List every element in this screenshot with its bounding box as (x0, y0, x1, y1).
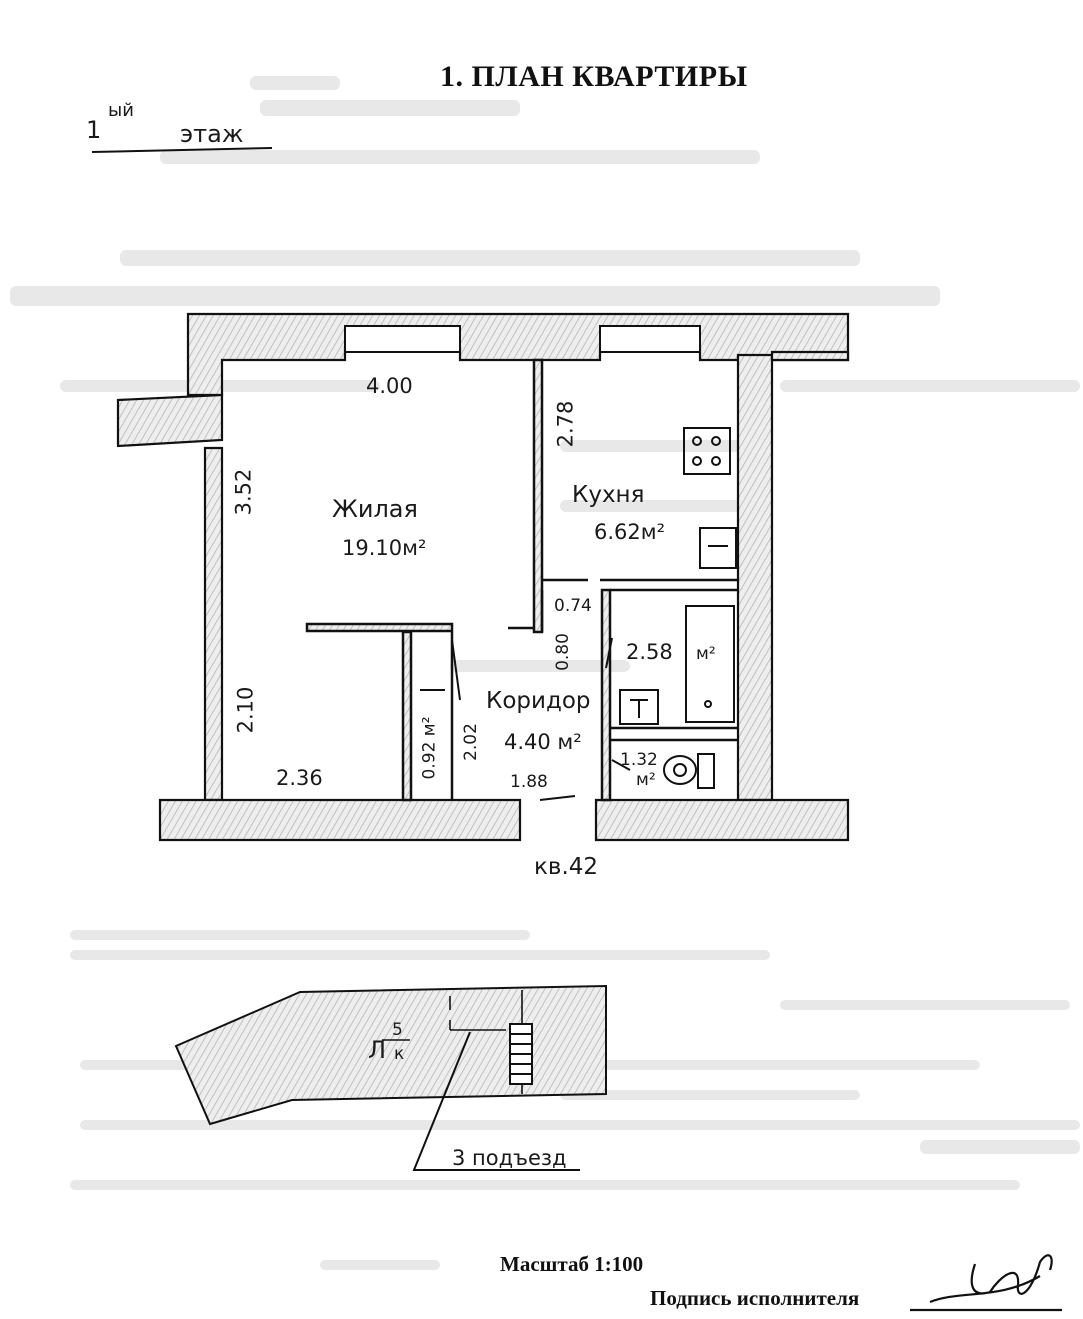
room-corridor-area: 4.40 м² (504, 730, 582, 754)
apartment-label: кв.42 (534, 854, 599, 880)
room-corridor-name: Коридор (486, 688, 591, 714)
wall-storage-left (401, 630, 413, 802)
room-storage-area: 0.92 м² (419, 716, 440, 780)
bottom-wall-left (158, 798, 522, 842)
room-kitchen-name: Кухня (572, 482, 645, 508)
floor-number: 1 (86, 116, 102, 144)
windows (344, 325, 701, 353)
site-code-top: 5 (392, 1020, 403, 1040)
room-toilet-unit: м² (636, 770, 656, 790)
dim-corridor-height: 0.80 (552, 633, 573, 671)
dim-kitchen-height: 2.78 (553, 400, 578, 448)
dim-living-lower-height: 2.10 (233, 686, 258, 734)
staircase-icon (509, 1023, 533, 1085)
wall-living-kitchen (532, 358, 544, 634)
dim-living-lower-width: 2.36 (276, 766, 323, 790)
dim-corridor-side: 2.02 (460, 723, 481, 761)
door-marks (420, 637, 631, 801)
signature-label: Подпись исполнителя (650, 1286, 860, 1310)
stove-icon (683, 427, 731, 475)
wall-bath-left (600, 588, 612, 802)
right-wall-stub (770, 350, 850, 362)
window-kitchen (599, 325, 701, 353)
bathroom-sink-icon (619, 689, 659, 725)
room-living-area: 19.10м² (342, 536, 427, 560)
dim-living-height: 3.52 (231, 468, 256, 516)
bottom-wall-right (594, 798, 850, 842)
room-living-name: Жилая (332, 495, 418, 523)
room-bathroom-area: 2.58 (626, 640, 673, 664)
dim-living-width: 4.00 (366, 374, 413, 398)
entrance-leader (412, 1031, 580, 1171)
scale-label: Масштаб 1:100 (500, 1252, 644, 1276)
floor-suffix: ый (108, 100, 134, 121)
kitchen-sink-icon (699, 527, 737, 569)
left-wall-stub (116, 393, 224, 448)
floor-underline (91, 147, 273, 153)
entrance-label: 3 подъезд (452, 1146, 567, 1170)
site-plan (174, 984, 607, 1126)
interior-walls (305, 358, 738, 802)
window-living (344, 325, 461, 353)
site-code-bottom: к (394, 1044, 405, 1064)
right-column (736, 353, 774, 802)
room-kitchen-area: 6.62м² (594, 520, 666, 544)
page-title: 1. ПЛАН КВАРТИРЫ (440, 60, 748, 93)
signature-scribble (910, 1254, 1062, 1312)
toilet-icon (663, 753, 715, 789)
exterior-walls (116, 312, 850, 842)
bathtub-icon (685, 605, 735, 723)
floor-word: этаж (180, 120, 244, 148)
wall-living-corridor (305, 622, 454, 633)
left-wall (203, 446, 224, 802)
room-bathroom-unit: м² (696, 644, 716, 664)
dim-corridor-bottom: 1.88 (510, 772, 548, 792)
site-code-letter: Л (368, 1036, 387, 1064)
room-toilet-area: 1.32 (620, 750, 658, 770)
dim-corridor-width-top: 0.74 (554, 596, 592, 616)
